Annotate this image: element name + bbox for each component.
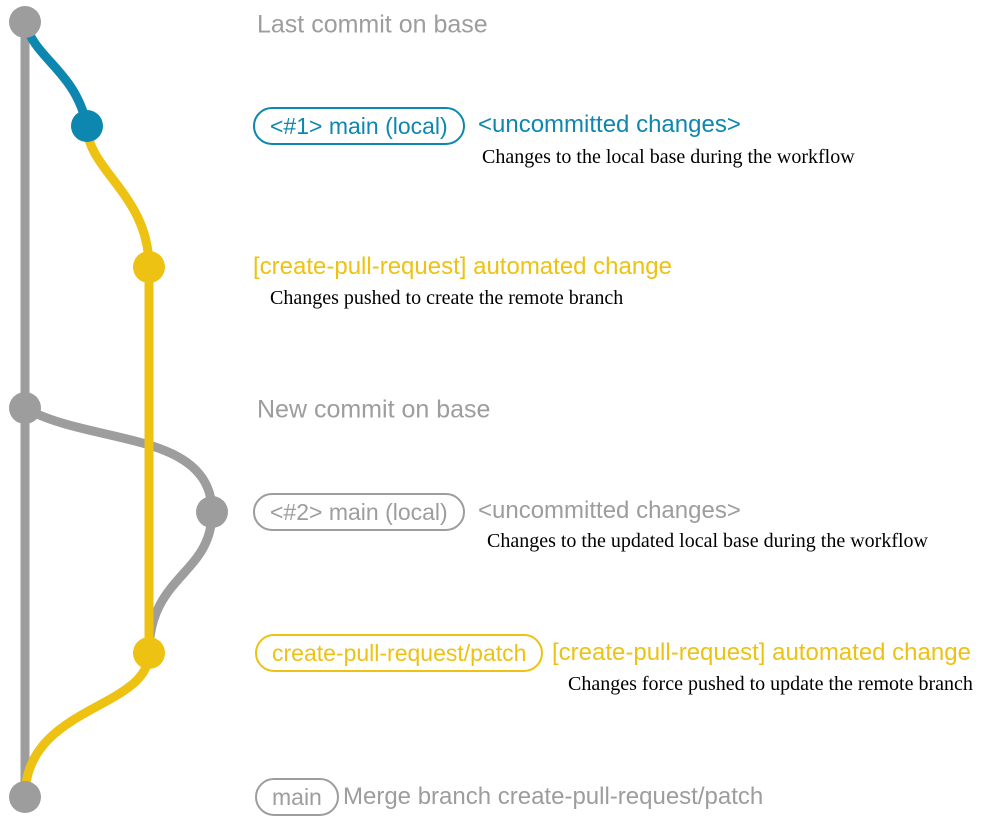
branch-badge-patch-label: create-pull-request/patch [272,639,527,666]
edge-local1-to-patch1 [82,121,154,272]
commit-dot-local-1 [71,110,103,142]
branch-badge-main-label: main [272,783,322,810]
branch-badge-main-local-2: <#2> main (local) [253,493,465,531]
branch-badge-main: main [255,778,339,816]
branch-badge-main-local-1-label: <#1> main (local) [270,112,448,139]
commit-message-uncommitted-2: <uncommitted changes> [478,497,741,524]
commit-dot-merge [9,781,41,813]
edge-patch2-to-merge [20,648,154,802]
commit-message-automated-2: [create-pull-request] automated change [552,639,971,666]
commit-dot-base-new [9,392,41,424]
commit-dot-local-2 [196,496,228,528]
commit-dot-cpr-2 [133,637,165,669]
branch-badge-main-local-1: <#1> main (local) [253,107,465,145]
commit-dot-base-tip [9,6,41,38]
commit-message-merge: Merge branch create-pull-request/patch [343,783,764,810]
branch-badge-patch: create-pull-request/patch [255,634,544,672]
commit-label-new-base: New commit on base [257,395,491,424]
edge-base-to-local1 [20,17,92,131]
commit-message-uncommitted-1: <uncommitted changes> [478,111,741,138]
branch-badge-main-local-2-label: <#2> main (local) [270,498,448,525]
commit-note-uncommitted-1: Changes to the local base during the wor… [482,146,855,168]
edge-local2-to-patch2 [144,507,217,658]
commit-note-automated-1: Changes pushed to create the remote bran… [270,287,624,309]
edge-base-to-local2 [20,403,217,517]
commit-message-automated-1: [create-pull-request] automated change [253,253,672,280]
commit-label-last-base: Last commit on base [257,10,488,39]
commit-dot-cpr-1 [133,251,165,283]
commit-note-uncommitted-2: Changes to the updated local base during… [487,530,928,552]
commit-note-automated-2: Changes force pushed to update the remot… [568,673,973,695]
